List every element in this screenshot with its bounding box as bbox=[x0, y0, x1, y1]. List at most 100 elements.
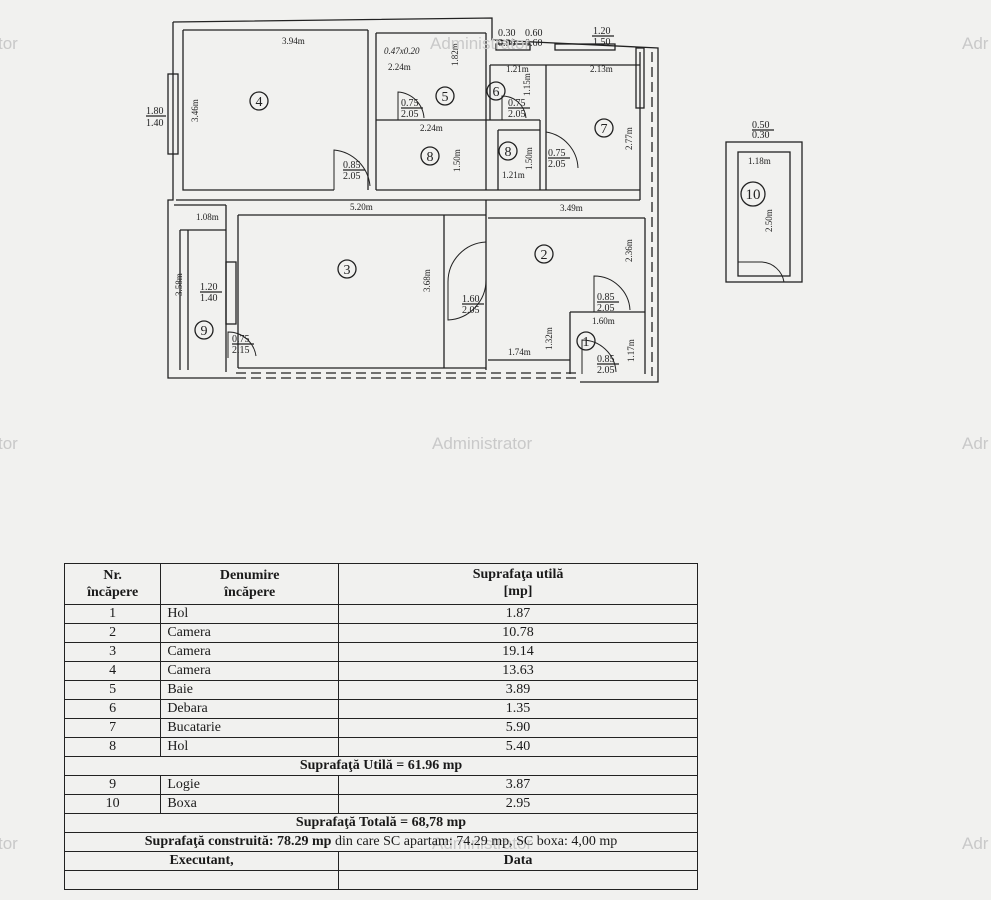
watermark: Adr bbox=[962, 834, 989, 853]
room-number-circle bbox=[420, 146, 440, 166]
room-area-cell: 1.87 bbox=[338, 604, 698, 624]
door-size-label: 1.20 bbox=[200, 282, 218, 293]
signature-blank-row bbox=[63, 870, 698, 890]
room-number: 10 bbox=[746, 187, 761, 203]
room-number: 7 bbox=[601, 122, 608, 137]
room-area-cell: 1.35 bbox=[338, 699, 698, 719]
dim-label: 1.60m bbox=[592, 316, 615, 326]
door-size-label: 2.15 bbox=[232, 345, 250, 356]
constr-row: Suprafaţă construită: 78.29 mp din care … bbox=[64, 832, 698, 852]
watermark: tor bbox=[0, 834, 18, 853]
window-label: 1.20 bbox=[593, 26, 611, 37]
door-size-label: 0.75 bbox=[232, 334, 250, 345]
room-number-circle bbox=[498, 141, 518, 161]
watermark: tor bbox=[0, 434, 18, 453]
room-nr-cell: 1 bbox=[63, 604, 162, 624]
door-size-label: 2.05 bbox=[597, 365, 615, 376]
dim-label: 3.58m bbox=[174, 273, 184, 296]
dim-label: 1.08m bbox=[196, 212, 219, 222]
room-number-circle bbox=[337, 259, 357, 279]
room-number: 5 bbox=[442, 90, 449, 105]
door-size-label: 2.05 bbox=[508, 109, 526, 120]
dim-label: 2.50m bbox=[764, 209, 774, 232]
room-number: 8 bbox=[505, 145, 512, 160]
dim-label: 1.15m bbox=[522, 73, 532, 96]
room-number-circle bbox=[594, 118, 614, 138]
room-number-circle bbox=[249, 91, 269, 111]
window-label: 0.90 bbox=[498, 38, 516, 49]
window-label: 1.80 bbox=[146, 106, 164, 117]
room-name-cell: Bucatarie bbox=[160, 718, 340, 738]
room-area-cell: 2.95 bbox=[338, 794, 698, 814]
door-size-label: 0.85 bbox=[343, 160, 361, 171]
sum-util-row: Suprafaţă Utilă = 61.96 mp bbox=[64, 756, 698, 776]
door-size-label: 0.75 bbox=[401, 98, 419, 109]
floor-plan: 3.94m 3.46m 1.80 1.40 0.47x0.20 2.24m 1.… bbox=[146, 17, 803, 383]
room-name-cell: Baie bbox=[160, 680, 340, 700]
date-label: Data bbox=[338, 851, 698, 871]
room-number: 1 bbox=[583, 335, 590, 350]
room-name-cell: Debara bbox=[160, 699, 340, 719]
dim-label: 1.21m bbox=[506, 64, 529, 74]
watermark: Adr bbox=[962, 434, 989, 453]
room-number: 6 bbox=[493, 85, 500, 100]
watermark: tor bbox=[0, 34, 18, 53]
room-number-circle bbox=[534, 244, 554, 264]
room-number-circle bbox=[486, 81, 506, 101]
room-name-cell: Camera bbox=[160, 661, 340, 681]
dim-label: 3.94m bbox=[282, 36, 305, 46]
dim-label: 2.13m bbox=[590, 64, 613, 74]
window-label: 1.50 bbox=[593, 37, 611, 48]
dim-label: 1.74m bbox=[508, 347, 531, 357]
dim-label: 1.17m bbox=[626, 339, 636, 362]
room-nr-cell: 6 bbox=[63, 699, 162, 719]
dim-label: 1.82m bbox=[450, 43, 460, 66]
room-name-cell: Hol bbox=[160, 737, 340, 757]
dim-label: 1.18m bbox=[748, 156, 771, 166]
header-area: Suprafaţa utilă[mp] bbox=[338, 563, 698, 605]
window-label: 1.40 bbox=[146, 118, 164, 129]
room-name-cell: Hol bbox=[160, 604, 340, 624]
sum-util: Suprafaţă Utilă = 61.96 mp bbox=[64, 756, 698, 776]
box-label: 0.30 bbox=[752, 130, 770, 141]
door-size-label: 0.75 bbox=[548, 148, 566, 159]
room-name-cell: Logie bbox=[160, 775, 340, 795]
room-nr-cell: 10 bbox=[63, 794, 162, 814]
door-swings bbox=[227, 91, 785, 374]
room-nr-cell: 7 bbox=[63, 718, 162, 738]
door-size-label: 0.85 bbox=[597, 354, 615, 365]
sum-total: Suprafaţă Totală = 68,78 mp bbox=[64, 813, 698, 833]
window-label: 0.60 bbox=[525, 28, 543, 39]
room-number-circle bbox=[435, 86, 455, 106]
signature-row: Executant, Data bbox=[63, 851, 698, 871]
room-nr-cell: 3 bbox=[63, 642, 162, 662]
dim-label: 1.50m bbox=[524, 147, 534, 170]
room-area-cell: 5.90 bbox=[338, 718, 698, 738]
room-name-cell: Boxa bbox=[160, 794, 340, 814]
dim-label: 1.50m bbox=[452, 149, 462, 172]
room-nr-cell: 4 bbox=[63, 661, 162, 681]
room-name-cell: Camera bbox=[160, 623, 340, 643]
room-number-circle bbox=[576, 331, 596, 351]
watermark: Administrator bbox=[432, 434, 533, 453]
outer-walls bbox=[167, 17, 659, 383]
room-number-circle bbox=[740, 181, 766, 207]
door-size-label: 1.60 bbox=[462, 294, 480, 305]
dim-label: 3.49m bbox=[560, 203, 583, 213]
window-label: 0.30 bbox=[498, 28, 516, 39]
door-size-label: 2.05 bbox=[401, 109, 419, 120]
dim-label: 2.24m bbox=[420, 123, 443, 133]
executant-label: Executant, bbox=[63, 851, 340, 871]
box-label: 0.50 bbox=[752, 120, 770, 131]
dim-label: 3.68m bbox=[422, 269, 432, 292]
dim-label: 3.46m bbox=[190, 99, 200, 122]
